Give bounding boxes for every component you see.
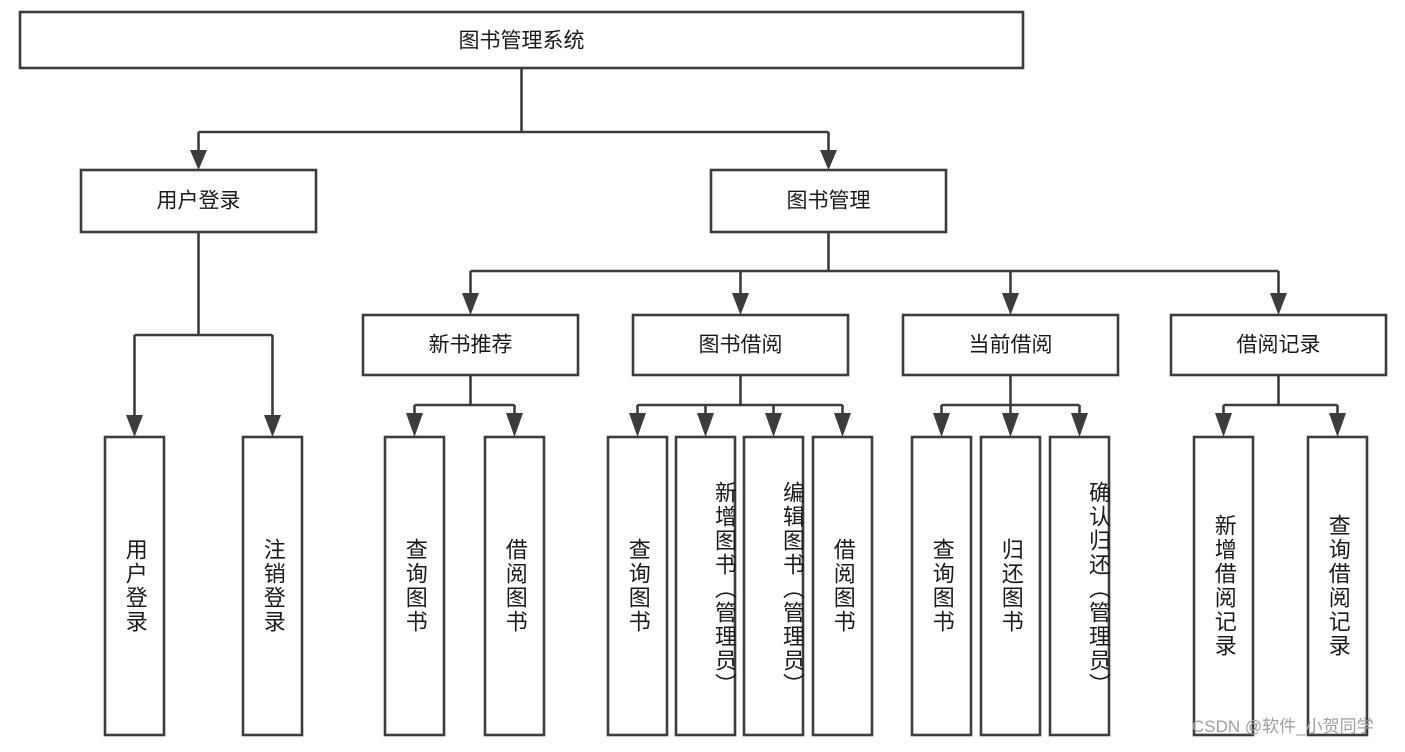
arrow-leaf-user-login-1 xyxy=(126,415,143,437)
leaf-current-borrow-3[interactable] xyxy=(1048,435,1111,737)
node-user-login[interactable] xyxy=(79,168,318,234)
node-root[interactable] xyxy=(18,10,1025,70)
node-label-group: 图书管理系统 用户登录 图书管理 新书推荐 图书借阅 当前借阅 借阅记录 xyxy=(157,30,1321,357)
label-root: 图书管理系统 xyxy=(459,30,585,53)
arrow-leaf-current-borrow-3 xyxy=(1071,413,1088,437)
node-current-borrow[interactable] xyxy=(901,313,1120,377)
connector-group xyxy=(126,68,1346,437)
label-book-borrow: 图书借阅 xyxy=(699,334,783,357)
arrow-book-manage xyxy=(820,150,837,170)
arrow-leaf-borrow-record-2 xyxy=(1329,413,1346,437)
arrow-leaf-new-book-1 xyxy=(406,413,423,437)
arrow-book-borrow xyxy=(732,293,749,315)
leaf-book-borrow-4[interactable] xyxy=(811,435,874,737)
leaf-user-login-1[interactable] xyxy=(103,435,166,737)
node-new-book-recommend[interactable] xyxy=(361,313,580,377)
arrow-leaf-book-borrow-2 xyxy=(697,413,714,437)
arrow-leaf-new-book-2 xyxy=(506,413,523,437)
node-book-borrow[interactable] xyxy=(631,313,850,377)
label-current-borrow: 当前借阅 xyxy=(969,334,1053,357)
leaf-borrow-record-1[interactable] xyxy=(1192,435,1255,737)
arrow-leaf-user-login-2 xyxy=(264,415,281,437)
leaf-new-book-1[interactable] xyxy=(383,435,446,737)
label-user-login: 用户登录 xyxy=(157,190,241,213)
arrow-user-login xyxy=(190,150,207,170)
arrow-leaf-current-borrow-2 xyxy=(1002,413,1019,437)
label-book-manage: 图书管理 xyxy=(787,190,871,213)
label-new-book-recommend: 新书推荐 xyxy=(429,334,513,357)
node-book-manage[interactable] xyxy=(709,168,948,234)
arrow-new-book xyxy=(462,293,479,315)
arrow-current-borrow xyxy=(1002,293,1019,315)
leaf-book-borrow-1[interactable] xyxy=(606,435,669,737)
node-box-group xyxy=(18,10,1388,737)
leaf-new-book-2[interactable] xyxy=(483,435,546,737)
arrow-leaf-book-borrow-4 xyxy=(834,413,851,437)
arrow-leaf-book-borrow-3 xyxy=(765,413,782,437)
leaf-book-borrow-2[interactable] xyxy=(674,435,737,737)
arrow-leaf-current-borrow-1 xyxy=(933,413,950,437)
node-borrow-record[interactable] xyxy=(1169,313,1388,377)
csdn-watermark: CSDN @软件_小贺同学 xyxy=(1192,717,1374,736)
label-borrow-record: 借阅记录 xyxy=(1237,334,1321,357)
leaf-borrow-record-2[interactable] xyxy=(1306,435,1369,737)
leaf-current-borrow-2[interactable] xyxy=(979,435,1042,737)
arrow-borrow-record xyxy=(1270,293,1287,315)
leaf-user-login-2[interactable] xyxy=(241,435,304,737)
arrow-leaf-borrow-record-1 xyxy=(1215,413,1232,437)
arrow-leaf-book-borrow-1 xyxy=(629,413,646,437)
leaf-current-borrow-1[interactable] xyxy=(910,435,973,737)
leaf-book-borrow-3[interactable] xyxy=(742,435,805,737)
